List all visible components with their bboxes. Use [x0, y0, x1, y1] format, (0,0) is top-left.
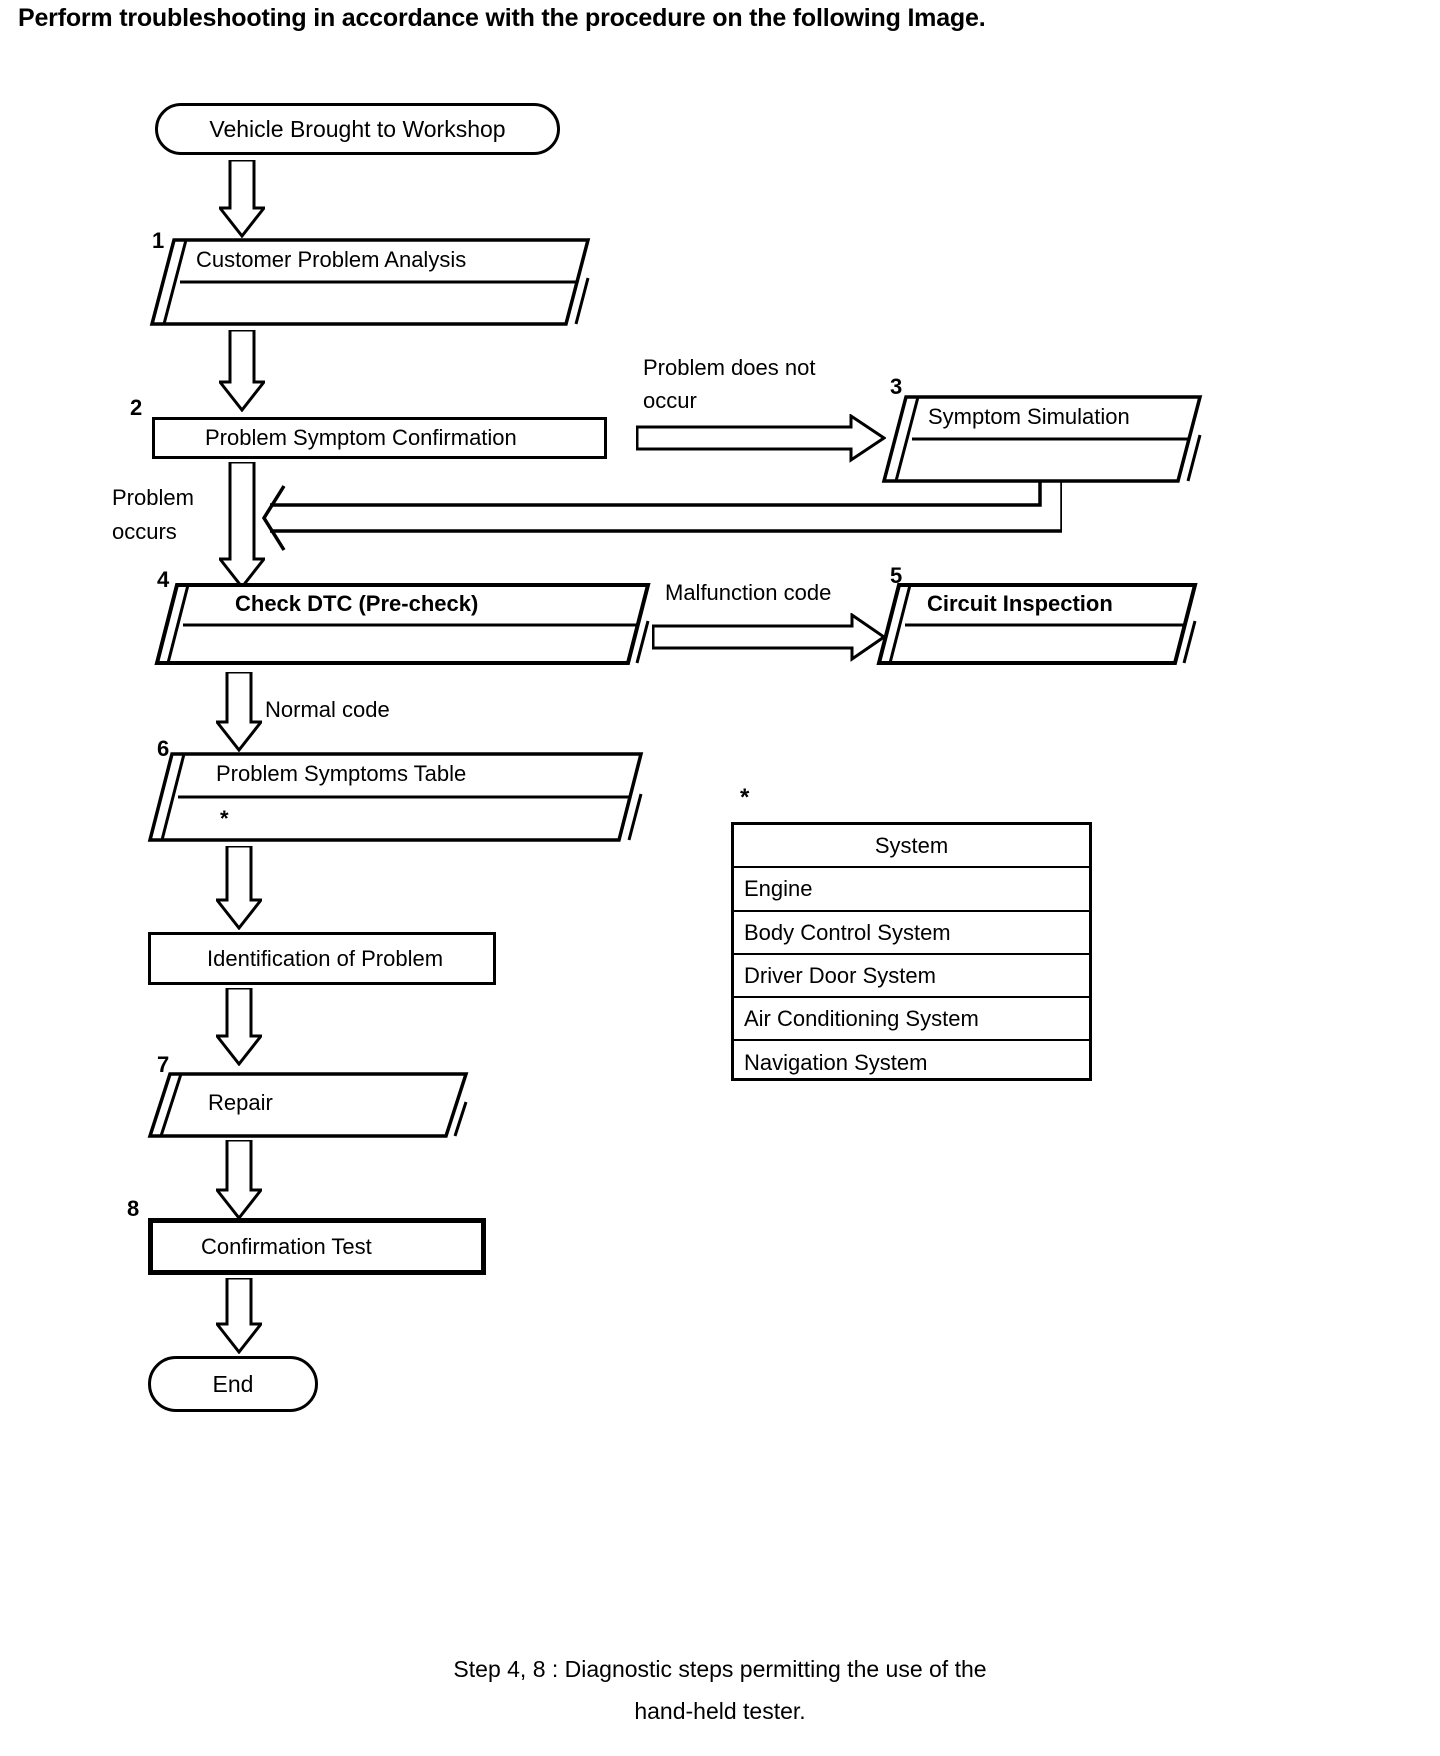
- step-number-2: 2: [130, 395, 143, 420]
- node-check-dtc: Check DTC (Pre-check): [154, 583, 651, 665]
- table-row: Navigation System: [734, 1041, 1089, 1084]
- step-number-1: 1: [152, 228, 165, 253]
- node-start-label: Vehicle Brought to Workshop: [209, 115, 506, 142]
- intro-text-before: Perform troubleshooting in accordance wi…: [18, 4, 908, 32]
- step-number-4: 4: [157, 567, 170, 592]
- arrow-step4-to-step6: [216, 672, 262, 752]
- step-number-3: 3: [890, 374, 903, 399]
- footnote-line-2: hand-held tester.: [634, 1698, 806, 1724]
- arrow-step8-to-end: [216, 1278, 262, 1354]
- node-problem-symptom-confirmation: Problem Symptom Confirmation: [152, 417, 607, 459]
- node-problem-symptom-confirmation-label: Problem Symptom Confirmation: [205, 425, 517, 450]
- edge-label-normal-code: Normal code: [265, 697, 390, 722]
- node-repair-label: Repair: [208, 1090, 273, 1115]
- node-start-terminator: Vehicle Brought to Workshop: [155, 103, 560, 155]
- node-confirmation-test: Confirmation Test: [148, 1218, 486, 1275]
- edge-label-problem-occurs-line1: Problem: [112, 485, 194, 510]
- system-table-header-label: System: [874, 832, 949, 858]
- arrow-feedback-symptom-simulation-to-step4: [262, 480, 1062, 551]
- node-repair: Repair: [147, 1072, 469, 1138]
- system-table-asterisk: *: [740, 784, 750, 811]
- arrow-start-to-step1: [219, 160, 265, 238]
- system-table-cell: Air Conditioning System: [744, 1005, 979, 1031]
- node-circuit-inspection-label: Circuit Inspection: [927, 591, 1113, 616]
- edge-label-problem-does-not-occur-line2: occur: [643, 388, 697, 413]
- system-table: System Engine Body Control System Driver…: [731, 822, 1092, 1081]
- arrow-step2-to-step3: [636, 414, 886, 463]
- table-row: Air Conditioning System: [734, 998, 1089, 1041]
- node-check-dtc-label: Check DTC (Pre-check): [235, 591, 479, 616]
- footnote-line-1: Step 4, 8 : Diagnostic steps permitting …: [453, 1656, 987, 1682]
- table-row: Driver Door System: [734, 955, 1089, 998]
- node-end-terminator: End: [148, 1356, 318, 1412]
- intro-text-strong: Image.: [907, 4, 986, 32]
- arrow-step6-to-identification: [216, 846, 262, 930]
- node-identification-of-problem-label: Identification of Problem: [207, 945, 444, 971]
- node-identification-of-problem: Identification of Problem: [148, 932, 496, 985]
- arrow-step4-to-step5: [652, 613, 886, 662]
- page-intro-text: Perform troubleshooting in accordance wi…: [18, 4, 1318, 33]
- node-problem-symptoms-table-label: Problem Symptoms Table: [216, 761, 467, 786]
- node-end-label: End: [212, 1370, 254, 1397]
- arrow-step1-to-step2: [219, 330, 265, 412]
- step-number-7: 7: [157, 1052, 170, 1077]
- node-customer-problem-analysis-label: Customer Problem Analysis: [196, 247, 467, 272]
- table-row: Body Control System: [734, 912, 1089, 955]
- node-circuit-inspection: Circuit Inspection: [876, 583, 1198, 665]
- step-number-8: 8: [127, 1196, 140, 1221]
- arrow-step7-to-step8: [216, 1140, 262, 1220]
- system-table-header-row: System: [734, 825, 1089, 868]
- arrow-step2-to-step4: [219, 462, 265, 589]
- node-confirmation-test-label: Confirmation Test: [201, 1233, 372, 1259]
- edge-label-malfunction-code: Malfunction code: [665, 580, 832, 605]
- edge-label-problem-occurs-line2: occurs: [112, 519, 177, 544]
- arrow-identification-to-step7: [216, 988, 262, 1066]
- step-number-6: 6: [157, 736, 170, 761]
- footnote: Step 4, 8 : Diagnostic steps permitting …: [0, 1648, 1440, 1732]
- system-table-cell: Body Control System: [744, 919, 951, 945]
- system-table-cell: Driver Door System: [744, 962, 936, 988]
- node-symptom-simulation-label: Symptom Simulation: [928, 404, 1130, 429]
- system-table-cell: Navigation System: [744, 1049, 928, 1075]
- node-problem-symptoms-table: Problem Symptoms Table *: [147, 752, 644, 842]
- system-table-cell: Engine: [744, 876, 813, 901]
- table-row: Engine: [734, 868, 1089, 912]
- node-problem-symptoms-table-asterisk: *: [220, 806, 229, 831]
- node-customer-problem-analysis: Customer Problem Analysis: [149, 238, 591, 326]
- node-symptom-simulation: Symptom Simulation: [881, 395, 1203, 483]
- edge-label-problem-does-not-occur-line1: Problem does not: [643, 355, 816, 380]
- step-number-5: 5: [890, 563, 903, 588]
